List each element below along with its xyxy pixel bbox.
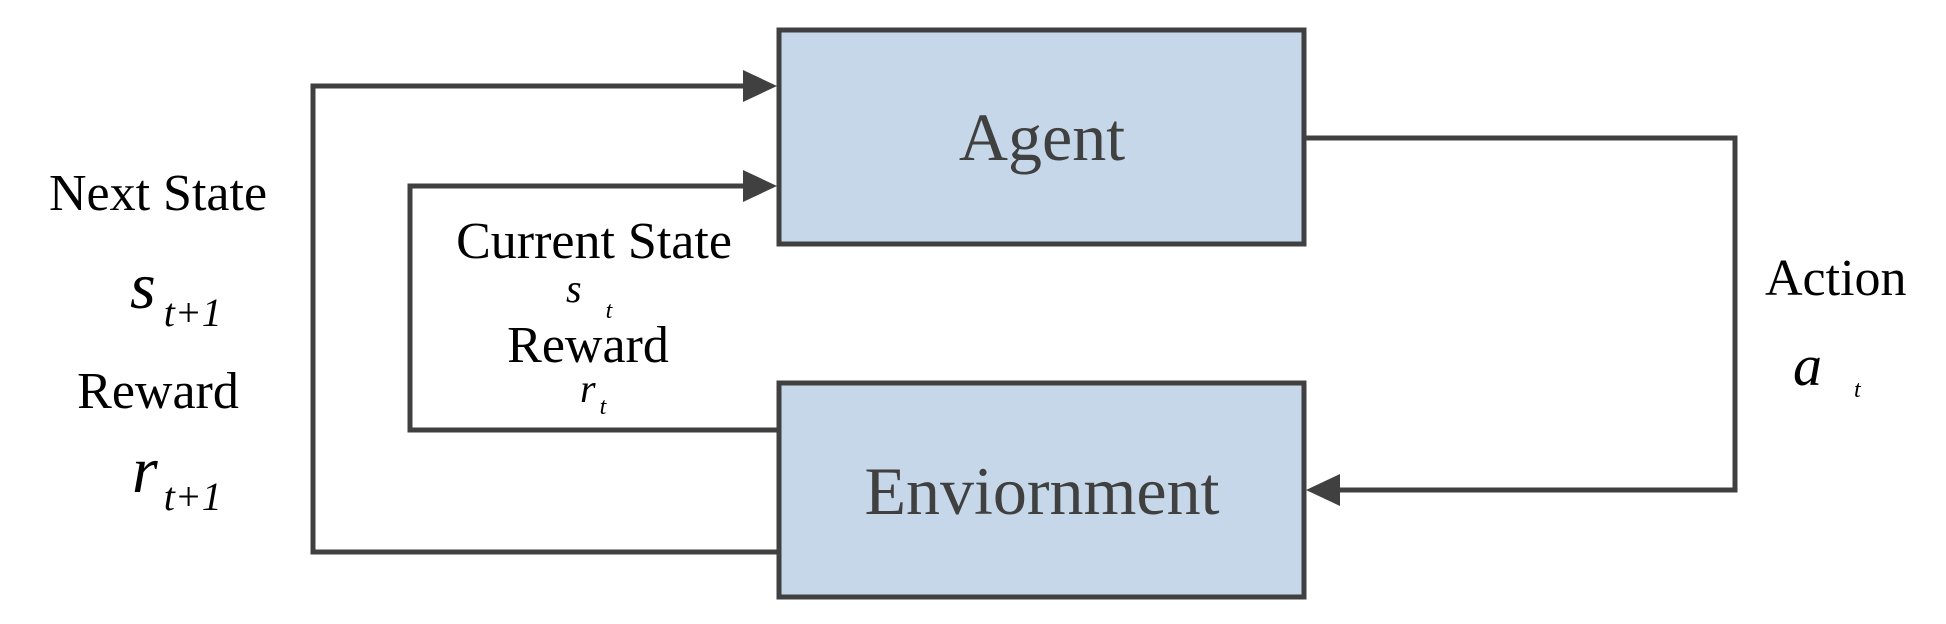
next-state-symbol-letter: s — [130, 250, 156, 323]
current-reward-label: Reward — [507, 317, 669, 374]
agent-box[interactable] — [776, 27, 1307, 247]
action-symbol-subscript: t — [1854, 377, 1862, 403]
current-reward-symbol: r t — [580, 366, 608, 420]
agent-label: Agent — [959, 99, 1125, 175]
next-state-label: Next State — [49, 165, 267, 222]
current-state-label: Current State — [456, 213, 732, 270]
current-reward-symbol-subscript: t — [600, 394, 608, 420]
next-state-arrowhead — [743, 70, 777, 102]
next-reward-symbol-letter: r — [132, 434, 158, 507]
environment-box[interactable] — [776, 380, 1307, 600]
next-reward-symbol-subscript: t+1 — [164, 474, 222, 519]
action-symbol-letter: a — [1793, 333, 1822, 398]
environment-label: Enviornment — [864, 453, 1219, 529]
current-state-symbol-letter: s — [566, 266, 582, 311]
current-state-arrowhead — [743, 170, 777, 202]
current-state-symbol-subscript: t — [606, 298, 614, 324]
next-reward-label: Reward — [77, 363, 239, 420]
next-state-symbol-subscript: t+1 — [164, 290, 222, 335]
next-reward-symbol: r t+1 — [132, 434, 222, 519]
action-connector — [1304, 135, 1738, 493]
next-state-symbol: s t+1 — [130, 250, 222, 335]
action-symbol: a t — [1793, 333, 1862, 403]
action-label: Action — [1765, 250, 1907, 307]
next-state-connector — [310, 83, 779, 555]
current-state-symbol: s t — [566, 266, 614, 324]
current-reward-symbol-letter: r — [580, 366, 596, 411]
current-state-connector — [407, 183, 779, 433]
action-arrowhead — [1306, 474, 1340, 506]
